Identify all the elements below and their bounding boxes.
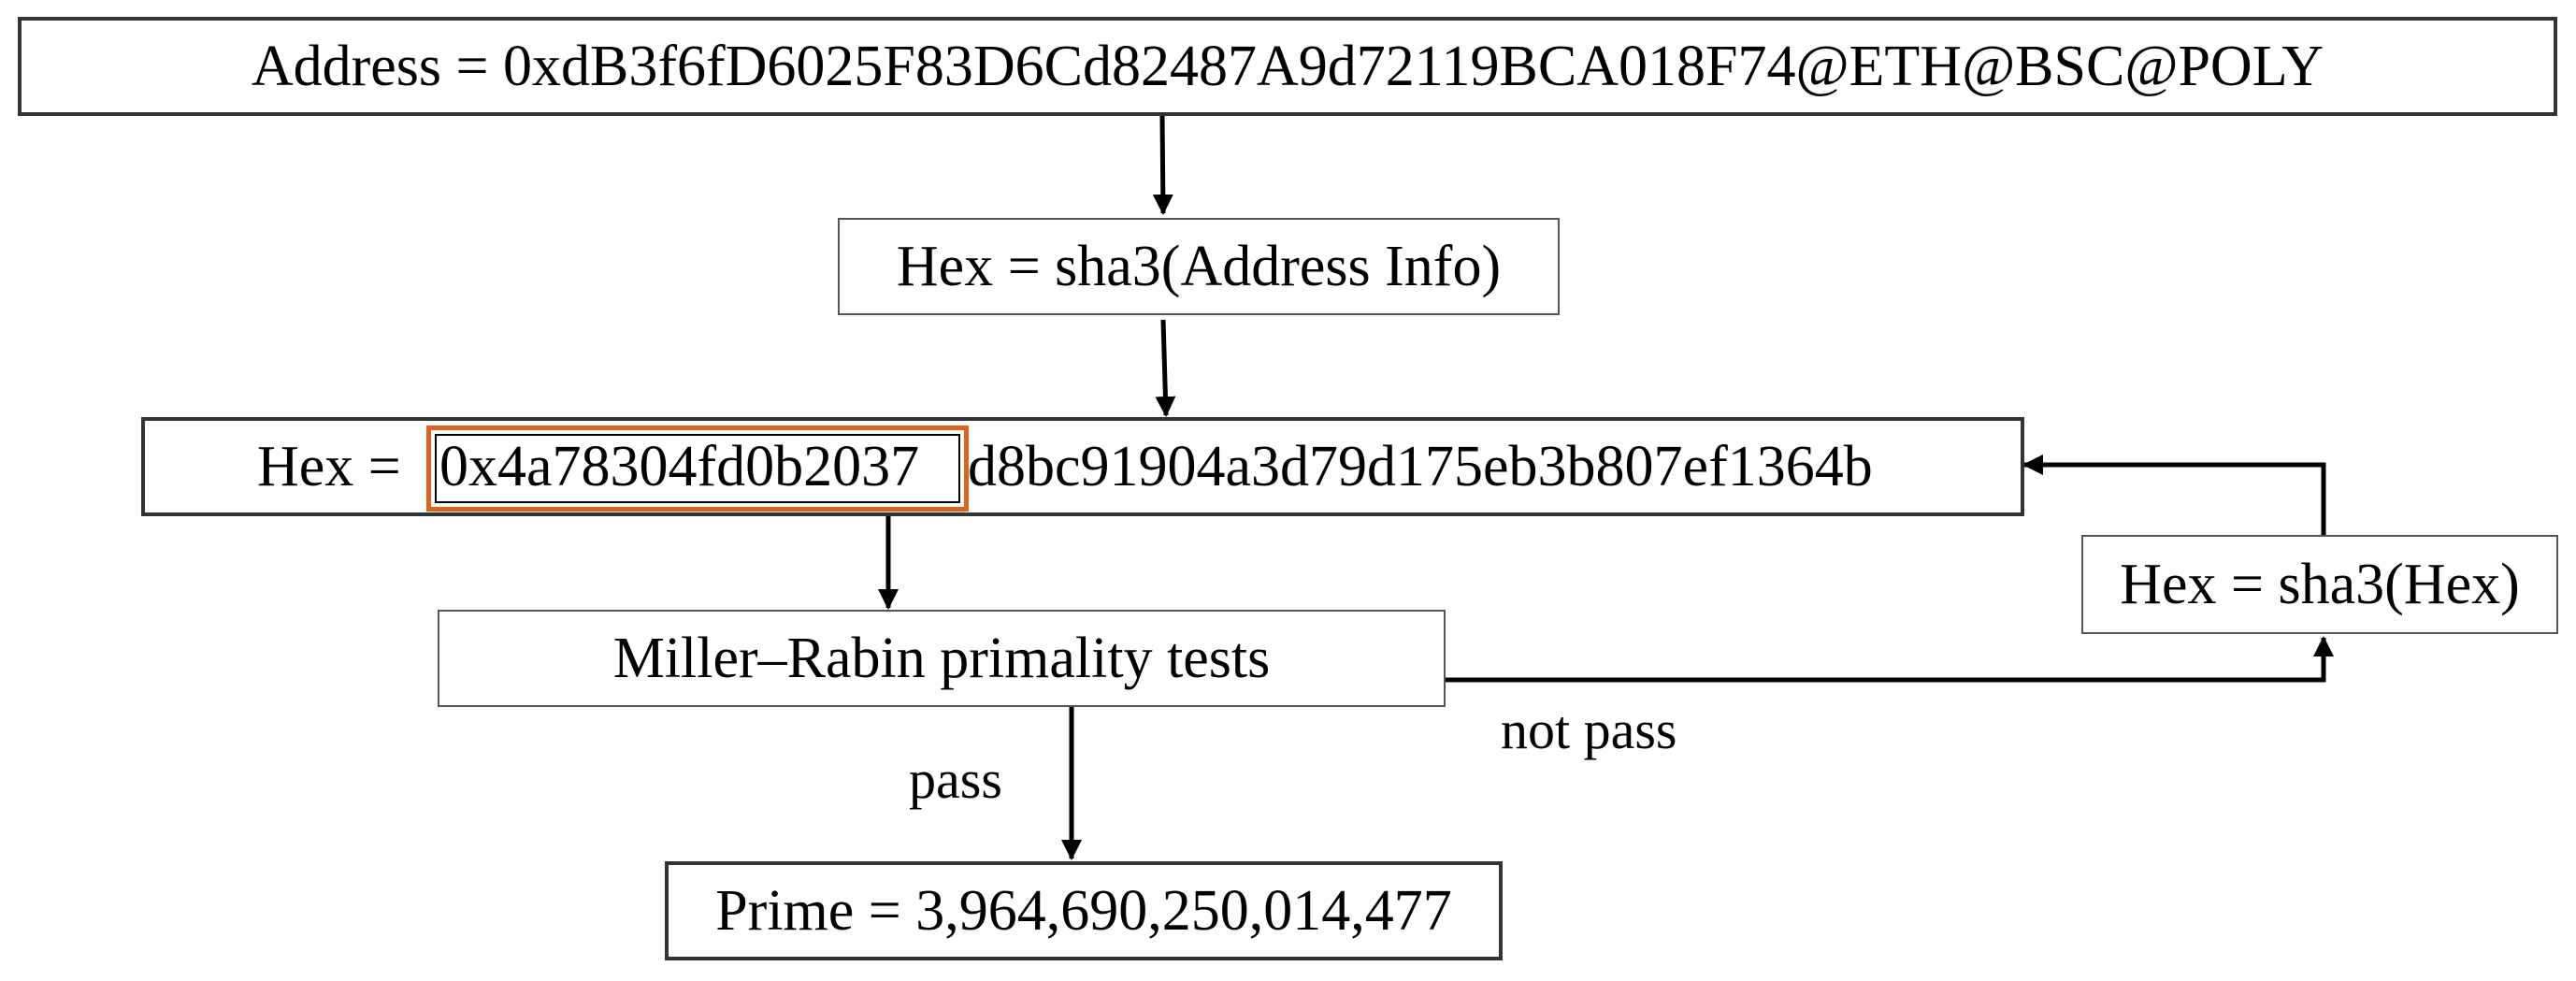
prime-text: Prime = 3,964,690,250,014,477 <box>715 879 1452 943</box>
rehash-node: Hex = sha3(Hex) <box>2081 535 2558 634</box>
hash-address-text: Hex = sha3(Address Info) <box>896 235 1502 298</box>
hex-highlighted: 0x4a78304fd0b2037 <box>439 435 920 498</box>
address-text: Address = 0xdB3f6fD6025F83D6Cd82487A9d72… <box>251 35 2324 98</box>
arrow-rehash-to-hex <box>2022 454 2326 535</box>
arrow-address-to-hash <box>1152 115 1173 215</box>
hash-address-node: Hex = sha3(Address Info) <box>838 218 1560 315</box>
hex-value-node: Hex = 0x4a78304fd0b2037 d8bc91904a3d79d1… <box>141 417 2024 516</box>
rehash-text: Hex = sha3(Hex) <box>2120 553 2520 616</box>
edge-label-not-pass: not pass <box>1501 700 1677 760</box>
miller-rabin-node: Miller–Rabin primality tests <box>438 610 1446 707</box>
prime-node: Prime = 3,964,690,250,014,477 <box>665 861 1503 960</box>
hex-prefix: Hex = <box>257 435 401 498</box>
arrow-hash-to-hex <box>1155 319 1176 417</box>
highlighted-hex-box <box>426 426 969 512</box>
arrow-not-pass-to-rehash <box>1445 636 2334 683</box>
edge-label-pass: pass <box>909 749 1002 810</box>
hex-rest: d8bc91904a3d79d175eb3b807ef1364b <box>968 435 1873 498</box>
miller-rabin-text: Miller–Rabin primality tests <box>612 627 1271 690</box>
highlighted-hex-inner-frame <box>435 434 960 503</box>
address-node: Address = 0xdB3f6fD6025F83D6Cd82487A9d72… <box>18 17 2557 116</box>
